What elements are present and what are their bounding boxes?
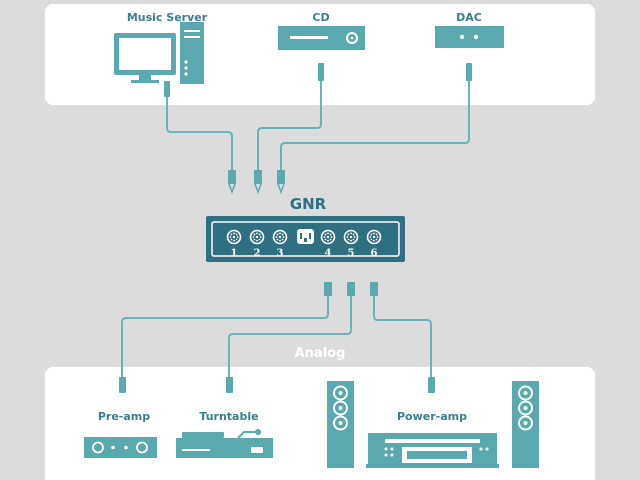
wire-turntable xyxy=(228,296,352,379)
hub-output-plug-6 xyxy=(370,281,378,296)
cd-player-icon xyxy=(278,26,365,50)
wire-power-amp xyxy=(373,296,432,379)
wire-cd xyxy=(257,81,322,172)
speaker-icon-right xyxy=(512,381,539,468)
turntable-icon xyxy=(176,429,273,458)
cd-plug xyxy=(318,63,324,81)
hub-input-plug-2 xyxy=(254,170,262,195)
preamp-icon xyxy=(84,437,157,458)
hub-port-4: 4 xyxy=(320,229,336,259)
wire-preamp xyxy=(121,296,329,379)
hub-port-number: 3 xyxy=(277,248,284,259)
power-amp-plug xyxy=(428,377,435,393)
cd-label: CD xyxy=(312,11,329,24)
hub-port-3: 3 xyxy=(272,229,288,259)
hub-port-number: 5 xyxy=(348,248,355,259)
hub-input-plug-3 xyxy=(277,170,285,195)
power-amp-label: Power-amp xyxy=(397,410,467,423)
computer-icon xyxy=(114,22,204,84)
dac-label: DAC xyxy=(456,11,482,24)
wire-dac xyxy=(280,81,470,172)
hub-port-number: 1 xyxy=(231,248,238,259)
hub-port-number: 4 xyxy=(325,248,332,259)
dac-plug xyxy=(466,63,472,81)
analog-label: Analog xyxy=(295,346,346,361)
music-server-label: Music Server xyxy=(127,11,208,24)
hub-port-6: 6 xyxy=(366,229,382,259)
hub-input-plug-1 xyxy=(228,170,236,195)
dac-icon xyxy=(435,26,504,48)
power-amp-icon xyxy=(366,433,499,468)
hub-port-1: 1 xyxy=(226,229,242,259)
hub-port-2: 2 xyxy=(249,229,265,259)
hub-port-5: 5 xyxy=(343,229,359,259)
preamp-label: Pre-amp xyxy=(98,410,150,423)
hub-title: GNR xyxy=(290,195,327,213)
hub-port-number: 2 xyxy=(254,248,261,259)
turntable-plug xyxy=(226,377,233,393)
music-server-plug xyxy=(164,81,170,97)
wire-music-server xyxy=(166,97,233,172)
hub-output-plug-5 xyxy=(347,281,355,296)
speaker-icon-left xyxy=(327,381,354,468)
preamp-plug xyxy=(119,377,126,393)
power-socket-icon xyxy=(297,229,314,244)
turntable-label: Turntable xyxy=(199,410,258,423)
hub-port-number: 6 xyxy=(371,248,378,259)
hub-ports: 1 2 3 4 5 6 xyxy=(226,229,382,259)
hub-output-plug-4 xyxy=(324,281,332,296)
